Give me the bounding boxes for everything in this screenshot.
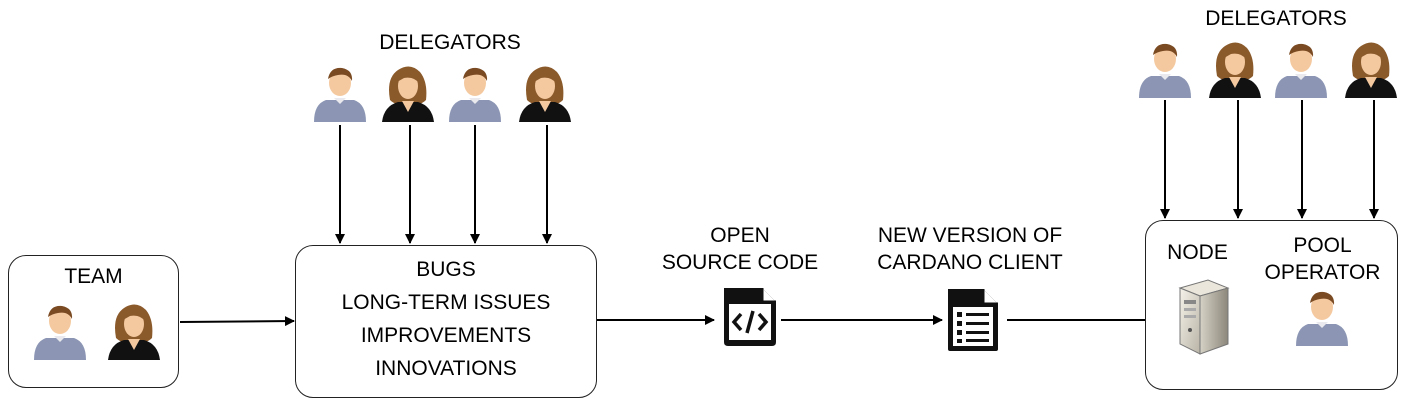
issue-long-term: LONG-TERM ISSUES bbox=[341, 291, 551, 314]
new-version-label: NEW VERSION OF CARDANO CLIENT bbox=[877, 224, 1063, 274]
delegators-right-title: DELEGATORS bbox=[1205, 7, 1347, 30]
male-user-icon bbox=[34, 305, 86, 360]
server-icon bbox=[1178, 279, 1230, 355]
male-user-icon bbox=[1139, 43, 1191, 98]
node-label: NODE bbox=[1167, 241, 1228, 264]
issues-box bbox=[295, 245, 597, 398]
issue-bugs: BUGS bbox=[416, 258, 476, 281]
female-user-icon bbox=[382, 66, 434, 122]
male-user-icon bbox=[1296, 291, 1348, 346]
female-user-icon bbox=[1209, 42, 1261, 98]
issue-innovations: INNOVATIONS bbox=[375, 357, 517, 380]
issue-improvements: IMPROVEMENTS bbox=[360, 324, 532, 347]
male-user-icon bbox=[1275, 43, 1327, 98]
male-user-icon bbox=[449, 67, 501, 122]
pool-operator-label: POOL OPERATOR bbox=[1264, 234, 1381, 284]
code-file-icon bbox=[724, 288, 776, 346]
arrow-team-to-issues bbox=[179, 316, 295, 327]
female-user-icon bbox=[1345, 42, 1397, 98]
issues-list: BUGS LONG-TERM ISSUES IMPROVEMENTS INNOV… bbox=[295, 253, 597, 385]
female-user-icon bbox=[108, 304, 160, 360]
open-source-label: OPEN SOURCE CODE bbox=[661, 224, 819, 274]
team-title: TEAM bbox=[64, 265, 123, 288]
document-list-icon bbox=[948, 289, 998, 351]
female-user-icon bbox=[519, 66, 571, 122]
male-user-icon bbox=[314, 67, 366, 122]
delegators-left-title: DELEGATORS bbox=[379, 31, 521, 54]
